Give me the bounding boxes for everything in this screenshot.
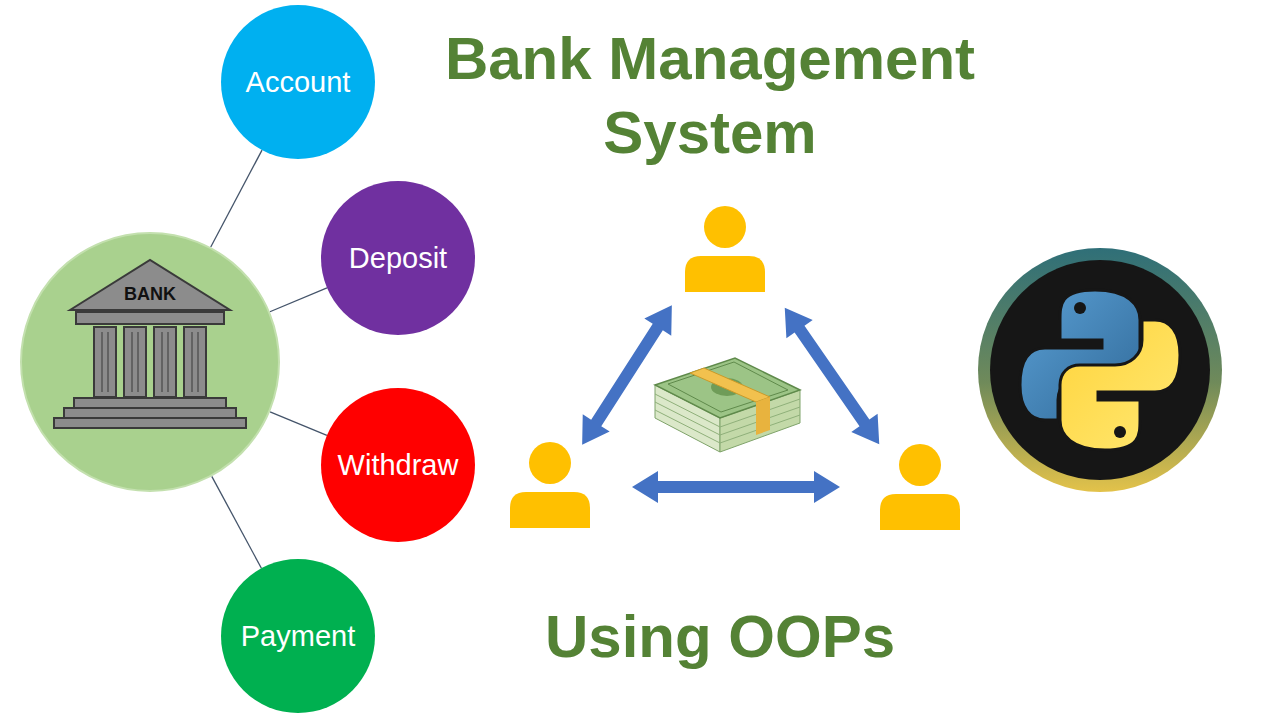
- bank-circle: BANK: [20, 232, 280, 492]
- transfer-arrow: [569, 297, 686, 454]
- person-icon: [510, 442, 590, 528]
- node-label: BANK: [124, 283, 176, 305]
- circle-outline: [20, 232, 280, 492]
- subtitle-label: Using OOPs: [420, 600, 1020, 674]
- node-label: Payment: [241, 619, 355, 654]
- node-label: Deposit: [349, 241, 447, 276]
- diagram-title: Bank Management System: [400, 22, 1020, 170]
- bank-building-icon: [54, 260, 246, 428]
- connector-line: [212, 476, 262, 568]
- connector-line: [211, 150, 262, 247]
- transfer-arrow: [772, 299, 893, 454]
- person-icon: [685, 206, 765, 292]
- person-icon: [880, 444, 960, 530]
- payment-circle: Payment: [221, 559, 375, 713]
- connector-line: [270, 412, 327, 436]
- withdraw-circle: Withdraw: [321, 388, 475, 542]
- python-logo: [978, 248, 1222, 492]
- node-label: Withdraw: [338, 448, 459, 483]
- connector-line: [270, 288, 327, 312]
- account-circle: Account: [221, 5, 375, 159]
- money-stack: [655, 358, 800, 452]
- node-label: Account: [246, 65, 351, 100]
- deposit-circle: Deposit: [321, 181, 475, 335]
- transfer-arrow: [632, 471, 840, 503]
